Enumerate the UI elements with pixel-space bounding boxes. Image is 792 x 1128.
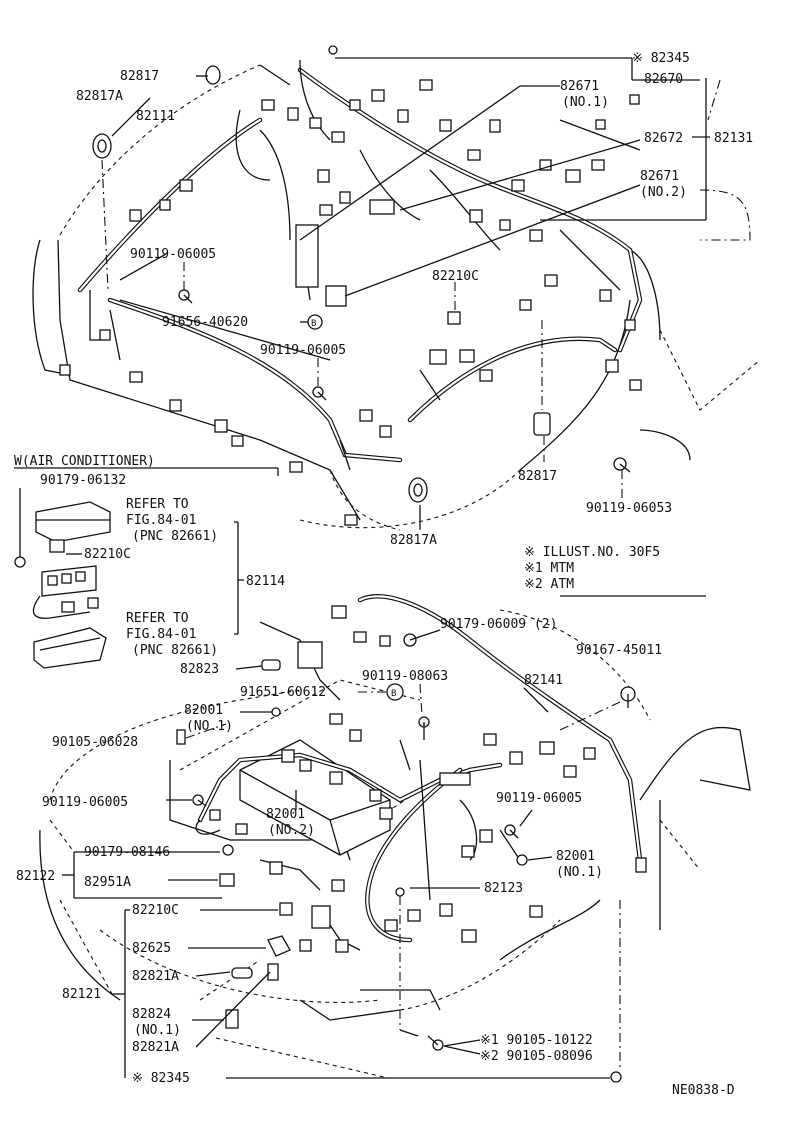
label-refer1-a: REFER TO — [126, 497, 189, 512]
lower-wire-harness — [195, 594, 643, 951]
label-refer2-a: REFER TO — [126, 611, 189, 626]
label-82625: 82625 — [132, 941, 171, 956]
label-82823: 82823 — [180, 662, 219, 677]
label-82001-no1-b-sub: (NO.1) — [556, 865, 603, 880]
label-82817A-mid: 82817A — [390, 533, 437, 548]
label-82671-no1: 82671 — [560, 79, 599, 94]
legend-star2: ※2 ATM — [524, 577, 574, 592]
callout-labels: ※ 82345 82670 82671 (NO.1) 82817 82817A … — [14, 51, 753, 1098]
label-82817-top: 82817 — [120, 69, 159, 84]
upper-wire-harness — [77, 59, 643, 471]
label-82671-no2: 82671 — [640, 169, 679, 184]
label-90179-06132: 90179-06132 — [40, 473, 126, 488]
label-90105-10122: ※1 90105-10122 — [480, 1033, 593, 1048]
svg-text:B: B — [311, 319, 316, 329]
label-90105-06028: 90105-06028 — [52, 735, 138, 750]
label-82111: 82111 — [136, 109, 175, 124]
label-90119-06005-d: 90119-06005 — [496, 791, 582, 806]
label-82817-mid: 82817 — [518, 469, 557, 484]
label-82951A: 82951A — [84, 875, 131, 890]
label-82670: 82670 — [644, 72, 683, 87]
label-refer1-b: FIG.84-01 — [126, 513, 196, 528]
battery-tray — [239, 739, 391, 856]
label-82672: 82672 — [644, 131, 683, 146]
label-90179-06009: 90179-06009 (2) — [440, 617, 557, 632]
label-82001-no2-sub: (NO.2) — [268, 823, 315, 838]
label-82824: 82824 — [132, 1007, 171, 1022]
label-82114: 82114 — [246, 574, 285, 589]
label-82210C-bot: 82210C — [132, 903, 179, 918]
label-90119-06053: 90119-06053 — [586, 501, 672, 516]
air-conditioner-detail — [14, 467, 279, 669]
label-refer2-b: FIG.84-01 — [126, 627, 196, 642]
label-90119-06005-a: 90119-06005 — [130, 247, 216, 262]
label-82001-no2: 82001 — [266, 807, 305, 822]
label-82345-top: ※ 82345 — [632, 51, 690, 66]
label-82001-no1-a-sub: (NO.1) — [186, 719, 233, 734]
label-82121: 82121 — [62, 987, 101, 1002]
label-82001-no1-a: 82001 — [184, 703, 223, 718]
label-air-conditioner: W(AIR CONDITIONER) — [14, 454, 155, 469]
label-82123: 82123 — [484, 881, 523, 896]
label-82122: 82122 — [16, 869, 55, 884]
label-90179-08146: 90179-08146 — [84, 845, 170, 860]
label-82824-sub: (NO.1) — [134, 1023, 181, 1038]
label-91656-40620: 91656-40620 — [162, 315, 248, 330]
label-90119-08063: 90119-08063 — [362, 669, 448, 684]
drawing-code: NE0838-D — [672, 1083, 735, 1098]
label-82141: 82141 — [524, 673, 563, 688]
label-refer2-c: (PNC 82661) — [132, 643, 218, 658]
svg-text:B: B — [391, 689, 396, 699]
label-82210C-top: 82210C — [432, 269, 479, 284]
label-82345-bot: ※ 82345 — [132, 1071, 190, 1086]
label-82131: 82131 — [714, 131, 753, 146]
label-82671-no1-sub: (NO.1) — [562, 95, 609, 110]
upper-connectors — [59, 79, 642, 526]
label-82001-no1-b: 82001 — [556, 849, 595, 864]
upper-leaders — [101, 57, 721, 530]
label-82821A-b: 82821A — [132, 1040, 179, 1055]
label-refer1-c: (PNC 82661) — [132, 529, 218, 544]
legend-star: ※ ILLUST.NO. 30F5 — [524, 545, 660, 560]
label-82821A-a: 82821A — [132, 969, 179, 984]
lower-hardware: B — [176, 633, 636, 1083]
label-90119-06005-c: 90119-06005 — [42, 795, 128, 810]
legend-star1: ※1 MTM — [524, 561, 574, 576]
label-82671-no2-sub: (NO.2) — [640, 185, 687, 200]
upper-hardware: B — [92, 45, 631, 503]
lower-connectors — [209, 605, 647, 953]
label-90167-45011: 90167-45011 — [576, 643, 662, 658]
label-82817A-top: 82817A — [76, 89, 123, 104]
label-90105-08096: ※2 90105-08096 — [480, 1049, 593, 1064]
lower-leaders — [49, 595, 706, 1079]
label-90119-06005-b: 90119-06005 — [260, 343, 346, 358]
label-82210C-mid: 82210C — [84, 547, 131, 562]
label-91651-60612: 91651-60612 — [240, 685, 326, 700]
